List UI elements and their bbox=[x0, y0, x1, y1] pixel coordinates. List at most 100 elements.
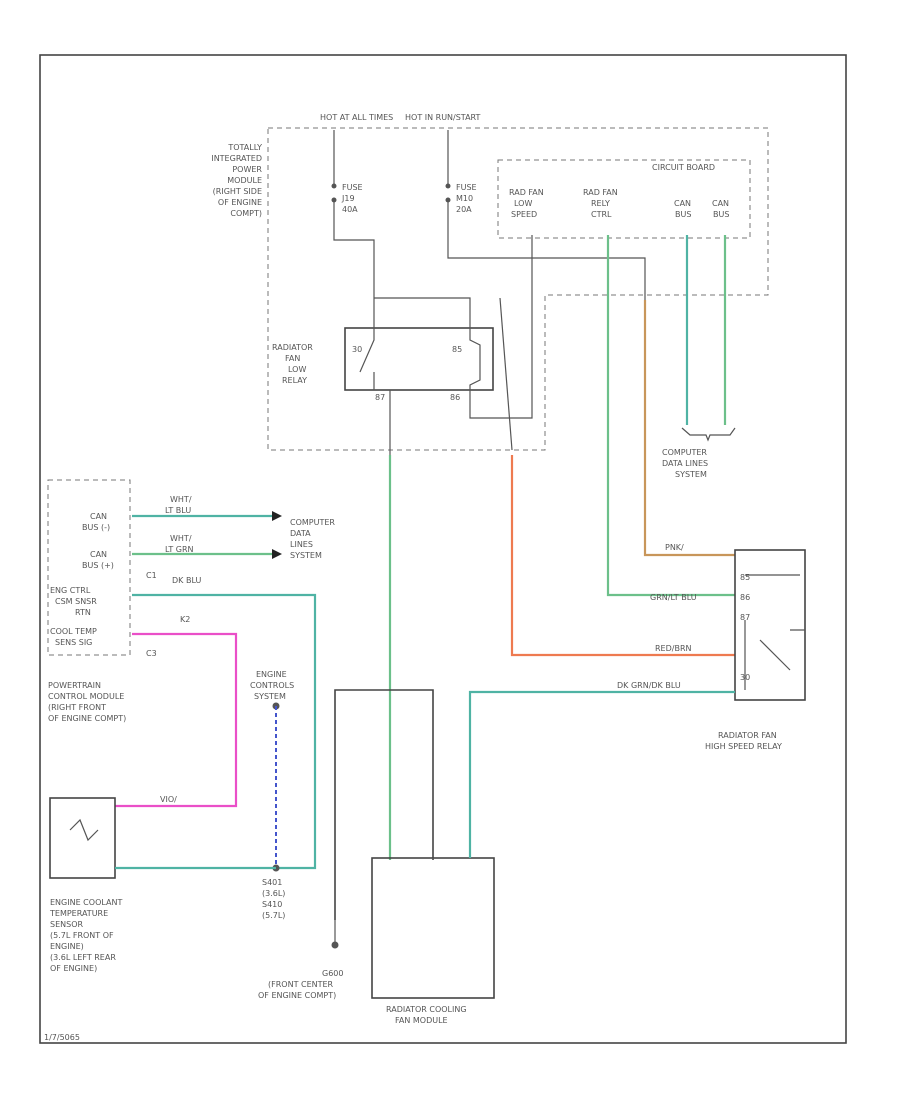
cooling-module-label: RADIATOR COOLING FAN MODULE bbox=[386, 1005, 467, 1025]
svg-text:SENS SIG: SENS SIG bbox=[55, 638, 92, 647]
svg-text:TEMPERATURE: TEMPERATURE bbox=[49, 909, 108, 918]
svg-text:FAN MODULE: FAN MODULE bbox=[395, 1016, 448, 1025]
svg-text:(FRONT CENTER: (FRONT CENTER bbox=[268, 980, 334, 989]
wire-pnk-label: PNK/ bbox=[665, 543, 684, 552]
circuit-board-label: CIRCUIT BOARD bbox=[652, 163, 715, 172]
wire-eng-ctrl bbox=[132, 593, 317, 870]
low-relay-pin-85: 85 bbox=[452, 345, 462, 354]
ect-sensor-symbol bbox=[69, 818, 99, 842]
tipm-label: TOTALLY INTEGRATED POWER MODULE (RIGHT S… bbox=[211, 143, 262, 218]
ect-sensor-box bbox=[49, 797, 116, 879]
wire-dk-blu-label: DK BLU bbox=[172, 576, 201, 585]
svg-text:CAN: CAN bbox=[674, 199, 691, 208]
svg-text:G600: G600 bbox=[322, 969, 343, 978]
svg-text:(RIGHT FRONT: (RIGHT FRONT bbox=[48, 703, 106, 712]
svg-text:40A: 40A bbox=[342, 205, 358, 214]
can-minus-arrow bbox=[272, 511, 282, 521]
svg-text:SENSOR: SENSOR bbox=[50, 920, 83, 929]
svg-text:RELY: RELY bbox=[591, 199, 610, 208]
svg-text:(RIGHT SIDE: (RIGHT SIDE bbox=[213, 187, 262, 196]
svg-text:FUSE: FUSE bbox=[342, 183, 363, 192]
wire-red-brn bbox=[510, 455, 735, 657]
svg-text:S401: S401 bbox=[262, 878, 282, 887]
svg-text:POWERTRAIN: POWERTRAIN bbox=[48, 681, 101, 690]
computer-data-right-label: COMPUTER DATA LINES SYSTEM bbox=[662, 448, 708, 479]
svg-text:ENGINE): ENGINE) bbox=[50, 942, 84, 951]
board-fan-low-label: RAD FAN LOW SPEED bbox=[509, 188, 544, 219]
svg-text:INTEGRATED: INTEGRATED bbox=[211, 154, 262, 163]
svg-text:DATA LINES: DATA LINES bbox=[662, 459, 708, 468]
svg-text:RADIATOR COOLING: RADIATOR COOLING bbox=[386, 1005, 467, 1014]
outer-frame bbox=[39, 54, 847, 1044]
svg-text:TOTALLY: TOTALLY bbox=[227, 143, 262, 152]
svg-text:(5.7L): (5.7L) bbox=[262, 911, 285, 920]
pcm-pin-labels: CAN BUS (-) CAN BUS (+) ENG CTRL CSM SNS… bbox=[50, 512, 114, 647]
svg-text:CSM SNSR: CSM SNSR bbox=[55, 597, 97, 606]
fuse-left-label: FUSE J19 40A bbox=[341, 183, 363, 214]
svg-text:DATA: DATA bbox=[290, 529, 311, 538]
board-to-relay-wire bbox=[499, 297, 513, 451]
fuse-left-bottom-pin bbox=[331, 197, 337, 203]
svg-text:LOW: LOW bbox=[288, 365, 306, 374]
pcm-c1-label: C1 bbox=[146, 571, 157, 580]
svg-text:CAN: CAN bbox=[90, 550, 107, 559]
svg-text:RADIATOR FAN: RADIATOR FAN bbox=[718, 731, 777, 740]
board-can2-label: CAN BUS bbox=[712, 199, 729, 219]
svg-text:OF ENGINE: OF ENGINE bbox=[218, 198, 262, 207]
svg-text:OF ENGINE COMPT): OF ENGINE COMPT) bbox=[48, 714, 126, 723]
svg-text:CONTROLS: CONTROLS bbox=[250, 681, 294, 690]
tipm-enclosure bbox=[267, 127, 769, 451]
svg-text:RADIATOR: RADIATOR bbox=[272, 343, 313, 352]
wire-k2-label: K2 bbox=[180, 615, 190, 624]
ect-sensor-label: ENGINE COOLANT TEMPERATURE SENSOR (5.7L … bbox=[49, 898, 122, 973]
low-relay-ctrl-wire bbox=[469, 235, 533, 419]
svg-text:RAD FAN: RAD FAN bbox=[509, 188, 544, 197]
wire-dk-grn-label: DK GRN/DK BLU bbox=[617, 681, 681, 690]
can-plus-arrow bbox=[272, 549, 282, 559]
svg-text:WHT/: WHT/ bbox=[170, 495, 192, 504]
svg-text:CAN: CAN bbox=[90, 512, 107, 521]
svg-text:POWER: POWER bbox=[232, 165, 262, 174]
board-can1-label: CAN BUS bbox=[674, 199, 691, 219]
high-relay-pin-30: 30 bbox=[740, 673, 750, 682]
high-relay-internal bbox=[744, 574, 805, 690]
svg-text:FUSE: FUSE bbox=[456, 183, 477, 192]
splice-label: S401 (3.6L) S410 (5.7L) bbox=[262, 878, 285, 920]
fuse-left-top-pin bbox=[331, 183, 337, 189]
computer-data-left-label: COMPUTER DATA LINES SYSTEM bbox=[290, 518, 335, 560]
high-relay-pin-85: 85 bbox=[740, 573, 750, 582]
wire-module-to-relay bbox=[468, 690, 735, 858]
svg-text:BUS: BUS bbox=[675, 210, 691, 219]
pcm-c3-label: C3 bbox=[146, 649, 157, 658]
svg-text:LT BLU: LT BLU bbox=[165, 506, 191, 515]
svg-text:ENGINE: ENGINE bbox=[256, 670, 287, 679]
svg-text:CAN: CAN bbox=[712, 199, 729, 208]
wire-fan-relay-green bbox=[606, 235, 735, 597]
high-relay-pin-86: 86 bbox=[740, 593, 750, 602]
low-relay-pin-86: 86 bbox=[450, 393, 460, 402]
module-feed-box bbox=[334, 689, 434, 920]
pcm-label: POWERTRAIN CONTROL MODULE (RIGHT FRONT O… bbox=[48, 681, 126, 723]
fuse-left-wire bbox=[333, 130, 375, 298]
can-bus-brace bbox=[681, 427, 736, 442]
svg-text:BUS: BUS bbox=[713, 210, 729, 219]
svg-text:ENGINE COOLANT: ENGINE COOLANT bbox=[50, 898, 122, 907]
hot-in-run-label: HOT IN RUN/START bbox=[405, 113, 481, 122]
svg-text:RTN: RTN bbox=[75, 608, 91, 617]
wire-grn-blu-label: GRN/LT BLU bbox=[650, 593, 697, 602]
wire-can-plus-label: WHT/ LT GRN bbox=[165, 534, 194, 554]
svg-text:BUS (+): BUS (+) bbox=[82, 561, 114, 570]
svg-text:CTRL: CTRL bbox=[591, 210, 612, 219]
engine-controls-label: ENGINE CONTROLS SYSTEM bbox=[250, 670, 294, 701]
svg-text:(3.6L): (3.6L) bbox=[262, 889, 285, 898]
svg-text:WHT/: WHT/ bbox=[170, 534, 192, 543]
svg-text:OF ENGINE): OF ENGINE) bbox=[50, 964, 97, 973]
svg-text:J19: J19 bbox=[341, 194, 355, 203]
svg-text:SYSTEM: SYSTEM bbox=[290, 551, 322, 560]
svg-text:SYSTEM: SYSTEM bbox=[254, 692, 286, 701]
svg-text:HIGH SPEED RELAY: HIGH SPEED RELAY bbox=[705, 742, 782, 751]
svg-text:COMPUTER: COMPUTER bbox=[290, 518, 335, 527]
svg-text:LOW: LOW bbox=[514, 199, 532, 208]
svg-text:RELAY: RELAY bbox=[282, 376, 307, 385]
